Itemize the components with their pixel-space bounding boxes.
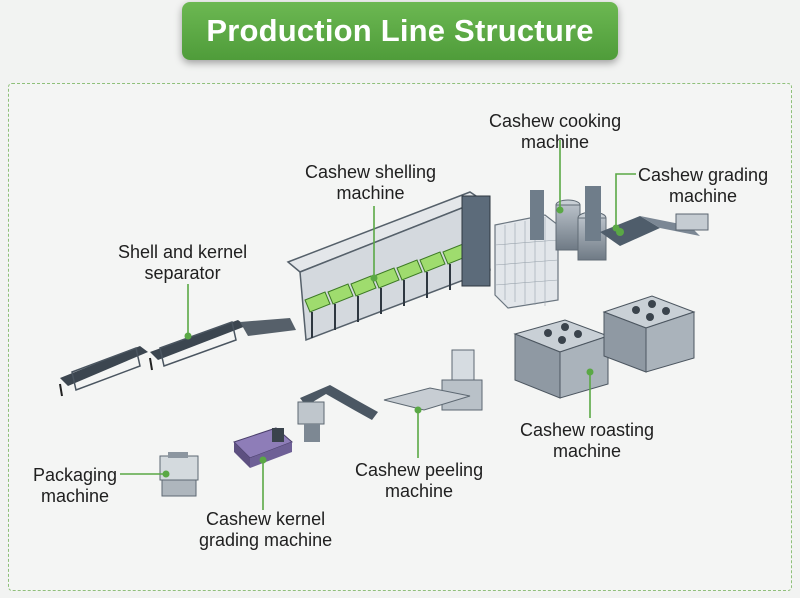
callout-dots [162,206,620,478]
cashew-peeling-machine [297,349,483,442]
callout-lines [120,140,636,510]
cashew-shelling-machine [286,191,491,342]
cashew-grading-machine [600,213,709,246]
cashew-roasting-machine [513,295,696,399]
shell-kernel-separator-machine [59,318,296,397]
cashew-cooking-machine [494,186,607,309]
page-title: Production Line Structure [206,13,594,48]
packaging-machine [159,452,199,497]
title-banner: Production Line Structure [182,2,618,60]
